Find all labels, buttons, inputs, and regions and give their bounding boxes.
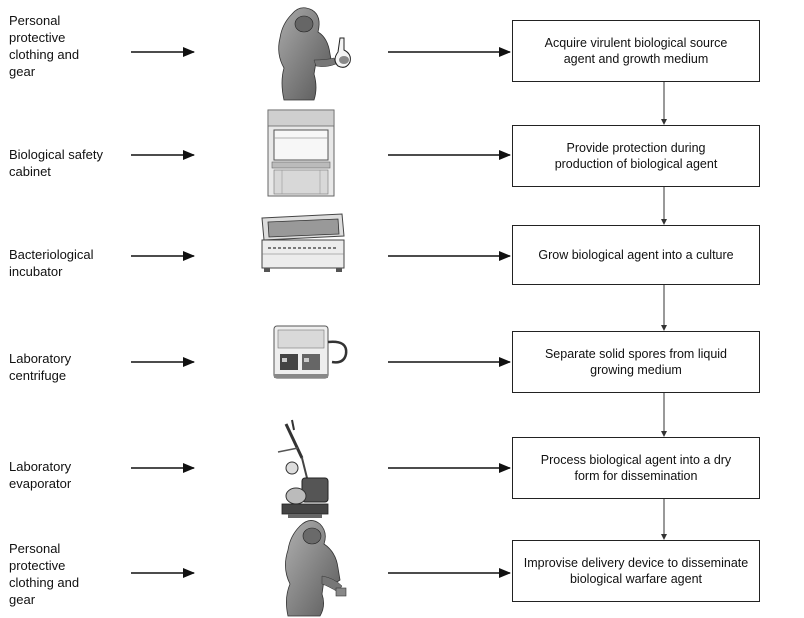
process-step-4: Separate solid spores from liquid growin…: [512, 331, 760, 393]
process-step-3: Grow biological agent into a culture: [512, 225, 760, 285]
safety-cabinet-icon: [267, 109, 335, 197]
process-step-5: Process biological agent into a dry form…: [512, 437, 760, 499]
process-step-1: Acquire virulent biological source agent…: [512, 20, 760, 82]
centrifuge-icon: [273, 325, 348, 379]
protective-suit-icon: [278, 7, 351, 101]
equipment-label-3: Bacteriological incubator: [9, 247, 94, 279]
protective-suit-icon: [285, 520, 347, 617]
evaporator-icon: [277, 419, 329, 518]
equipment-label-5: Laboratory evaporator: [9, 459, 72, 491]
process-step-2: Provide protection during production of …: [512, 125, 760, 187]
equipment-label-4: Laboratory centrifuge: [9, 351, 72, 383]
incubator-icon: [261, 213, 345, 272]
process-step-6: Improvise delivery device to disseminate…: [512, 540, 760, 602]
equipment-label-2: Biological safety cabinet: [9, 147, 103, 179]
equipment-label-1: Personal protective clothing and gear: [9, 13, 80, 79]
equipment-label-6: Personal protective clothing and gear: [9, 541, 80, 607]
